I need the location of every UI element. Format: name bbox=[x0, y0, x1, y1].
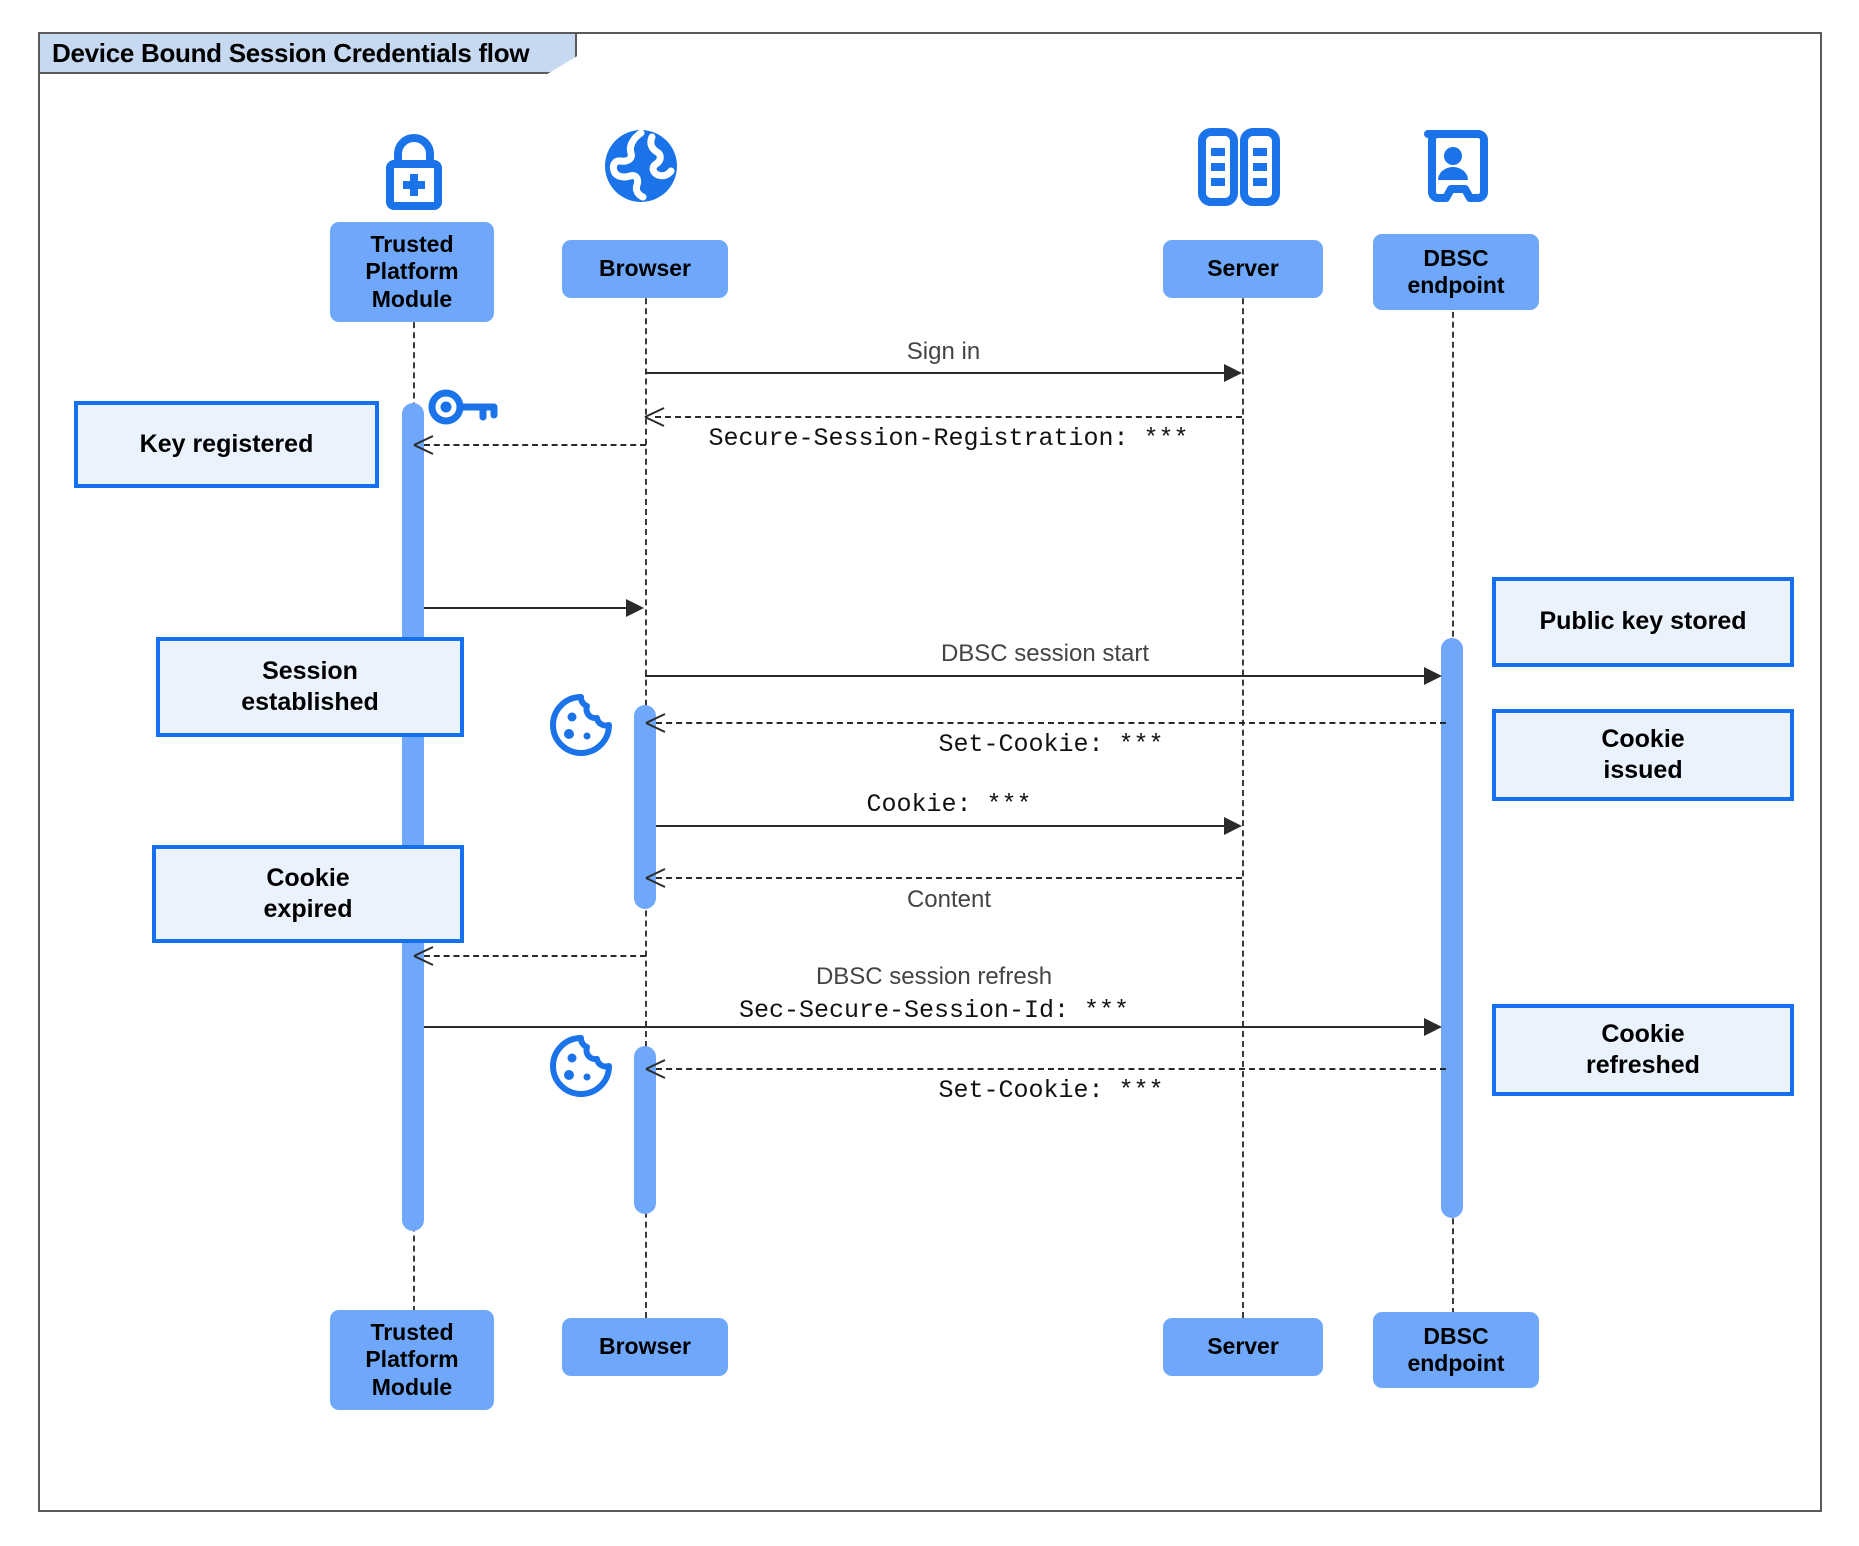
note-text: Public key stored bbox=[1539, 607, 1747, 636]
message-line-browser-to-tpm-refresh bbox=[424, 955, 646, 957]
note-text: Session established bbox=[241, 656, 379, 716]
message-label-sign-in: Sign in bbox=[906, 338, 981, 365]
message-line-secure-session-registration bbox=[655, 416, 1242, 418]
message-label-set-cookie-1: Set-Cookie: *** bbox=[938, 730, 1164, 759]
arrowhead-tpm-to-browser-key bbox=[626, 599, 644, 617]
arrowhead-browser-to-tpm-register bbox=[413, 435, 434, 455]
message-label-set-cookie-2: Set-Cookie: *** bbox=[938, 1076, 1164, 1105]
lock-plus-icon bbox=[372, 128, 456, 217]
arrowhead-set-cookie-1 bbox=[645, 713, 666, 733]
message-line-dbsc-session-refresh bbox=[424, 1026, 1435, 1028]
participant-label: Trusted Platform Module bbox=[365, 231, 459, 312]
arrowhead-dbsc-session-refresh bbox=[1424, 1018, 1442, 1036]
participant-label: Browser bbox=[598, 1333, 692, 1360]
message-line-dbsc-session-start bbox=[645, 675, 1435, 677]
participant-label: Server bbox=[1207, 255, 1279, 282]
message-line-cookie bbox=[656, 825, 1235, 827]
note-text: Cookie expired bbox=[263, 863, 353, 923]
server-rack-icon bbox=[1196, 128, 1282, 211]
participant-label: Server bbox=[1207, 1333, 1279, 1360]
message-line-sign-in bbox=[645, 372, 1235, 374]
participant-label: DBSC endpoint bbox=[1407, 1322, 1505, 1376]
message-label-secure-session-registration: Secure-Session-Registration: *** bbox=[708, 424, 1189, 453]
participant-server-bottom[interactable]: Server bbox=[1163, 1318, 1323, 1376]
activation-dbsc bbox=[1441, 638, 1463, 1218]
participant-tpm-bottom[interactable]: Trusted Platform Module bbox=[330, 1310, 494, 1410]
id-badge-icon bbox=[1418, 128, 1488, 213]
activation-tpm bbox=[402, 403, 424, 1231]
arrowhead-dbsc-session-start bbox=[1424, 667, 1442, 685]
participant-tpm-top[interactable]: Trusted Platform Module bbox=[330, 222, 494, 322]
participant-browser-bottom[interactable]: Browser bbox=[562, 1318, 728, 1376]
message-line-browser-to-tpm-register bbox=[424, 444, 646, 446]
activation-browser-2 bbox=[634, 1046, 656, 1214]
arrowhead-content bbox=[645, 868, 666, 888]
cookie-icon-2 bbox=[548, 1033, 614, 1104]
message-line-content bbox=[656, 877, 1242, 879]
participant-server-top[interactable]: Server bbox=[1163, 240, 1323, 298]
participant-dbsc-top[interactable]: DBSC endpoint bbox=[1373, 234, 1539, 310]
message-label-content: Content bbox=[906, 886, 992, 913]
note-text: Cookie refreshed bbox=[1586, 1019, 1700, 1079]
message-label-dbsc-session-refresh-line1: DBSC session refresh bbox=[815, 963, 1053, 990]
note-cookie-refreshed: Cookie refreshed bbox=[1492, 1004, 1794, 1096]
participant-label: Trusted Platform Module bbox=[365, 1319, 459, 1400]
message-label-dbsc-session-start: DBSC session start bbox=[940, 640, 1150, 667]
note-cookie-expired: Cookie expired bbox=[152, 845, 464, 943]
participant-label: Browser bbox=[598, 255, 692, 282]
arrowhead-sign-in bbox=[1224, 364, 1242, 382]
note-text: Cookie issued bbox=[1601, 724, 1685, 784]
note-text: Key registered bbox=[139, 429, 314, 458]
arrowhead-secure-session-registration bbox=[644, 407, 665, 427]
note-cookie-issued: Cookie issued bbox=[1492, 709, 1794, 801]
participant-label: DBSC endpoint bbox=[1407, 244, 1505, 298]
note-session-established: Session established bbox=[156, 637, 464, 737]
message-line-set-cookie-2 bbox=[656, 1068, 1446, 1070]
note-key-registered: Key registered bbox=[74, 401, 379, 488]
globe-icon bbox=[600, 125, 682, 212]
cookie-icon-1 bbox=[548, 692, 614, 763]
message-line-set-cookie-1 bbox=[656, 722, 1446, 724]
message-label-dbsc-session-refresh-line2: Sec-Secure-Session-Id: *** bbox=[738, 996, 1130, 1025]
arrowhead-cookie bbox=[1224, 817, 1242, 835]
key-icon bbox=[428, 385, 500, 434]
note-public-key-stored: Public key stored bbox=[1492, 577, 1794, 667]
message-label-cookie: Cookie: *** bbox=[866, 790, 1032, 819]
arrowhead-set-cookie-2 bbox=[645, 1059, 666, 1079]
frame-title: Device Bound Session Credentials flow bbox=[52, 37, 530, 68]
participant-dbsc-bottom[interactable]: DBSC endpoint bbox=[1373, 1312, 1539, 1388]
participant-browser-top[interactable]: Browser bbox=[562, 240, 728, 298]
frame-header-tab: Device Bound Session Credentials flow bbox=[40, 34, 577, 74]
lifeline-server bbox=[1242, 248, 1244, 1318]
message-line-tpm-to-browser-key bbox=[424, 607, 636, 609]
activation-browser-1 bbox=[634, 705, 656, 909]
arrowhead-browser-to-tpm-refresh bbox=[413, 946, 434, 966]
